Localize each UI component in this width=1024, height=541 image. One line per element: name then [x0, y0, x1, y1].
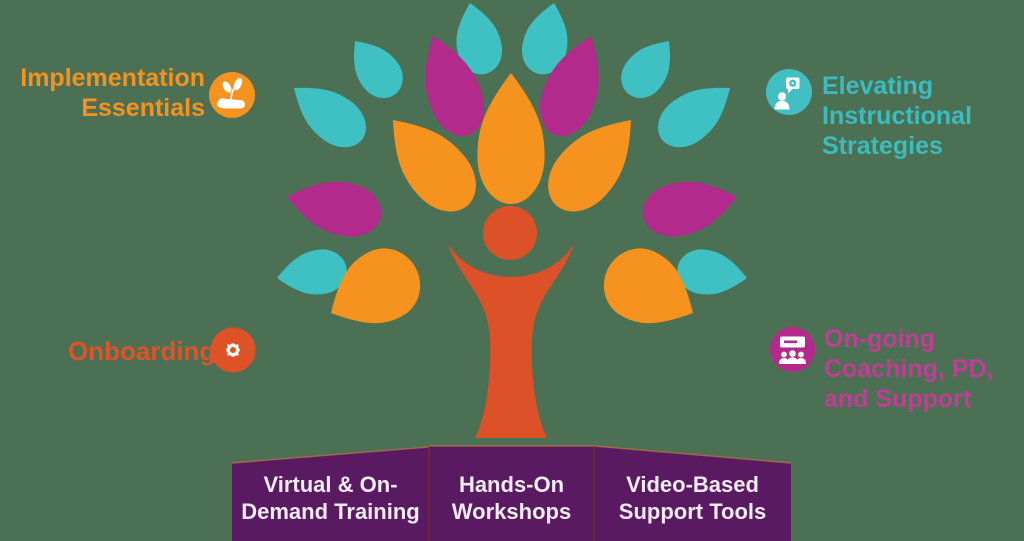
presentation-group-icon [770, 327, 815, 372]
leaf-magenta [637, 171, 743, 243]
label-line: On-going [824, 325, 936, 353]
box-virtual-training [232, 447, 429, 541]
label-line: Implementation [20, 64, 205, 92]
label-line: Coaching, PD, [824, 355, 994, 383]
tree-trunk-person [448, 206, 574, 438]
label-line: Elevating [822, 72, 934, 100]
leaf-orange [477, 73, 545, 205]
bottom-boxes [231, 445, 792, 541]
person-speech-bubble-icon [766, 69, 812, 115]
label-line: Strategies [822, 132, 943, 160]
box-hands-on [429, 446, 594, 541]
person-body [448, 244, 574, 438]
box-label-line: Support Tools [618, 499, 767, 524]
box-label-video-based-support: Video-Based Support Tools [594, 471, 791, 525]
box-label-hands-on-workshops: Hands-On Workshops [429, 471, 594, 525]
hand-sprout-icon [209, 72, 255, 118]
label-elevating-instructional-strategies: Elevating Instructional Strategies [822, 71, 1022, 161]
box-video-based [594, 446, 791, 541]
label-onboarding: Onboarding [68, 336, 268, 366]
label-ongoing-coaching: On-going Coaching, PD, and Support [824, 324, 1024, 414]
box-label-line: Hands-On [458, 472, 565, 497]
label-implementation-essentials: Implementation Essentials [20, 63, 205, 123]
leaf-magenta [281, 171, 387, 243]
leaf-teal [612, 28, 686, 107]
box-separators [428, 446, 595, 541]
box-label-line: Workshops [451, 499, 572, 524]
gear-icon [210, 327, 256, 373]
label-line: Essentials [81, 94, 205, 122]
box-label-line: Demand Training [241, 499, 420, 524]
box-label-line: Virtual & On- [263, 472, 398, 497]
label-line: and Support [824, 385, 972, 413]
box-label-virtual-training: Virtual & On- Demand Training [232, 471, 429, 525]
leaf-teal [338, 28, 412, 107]
label-line: Onboarding [68, 336, 216, 366]
label-line: Instructional [822, 102, 973, 130]
box-top-highlight [231, 445, 792, 464]
box-label-line: Video-Based [626, 472, 759, 497]
person-head [483, 206, 537, 260]
